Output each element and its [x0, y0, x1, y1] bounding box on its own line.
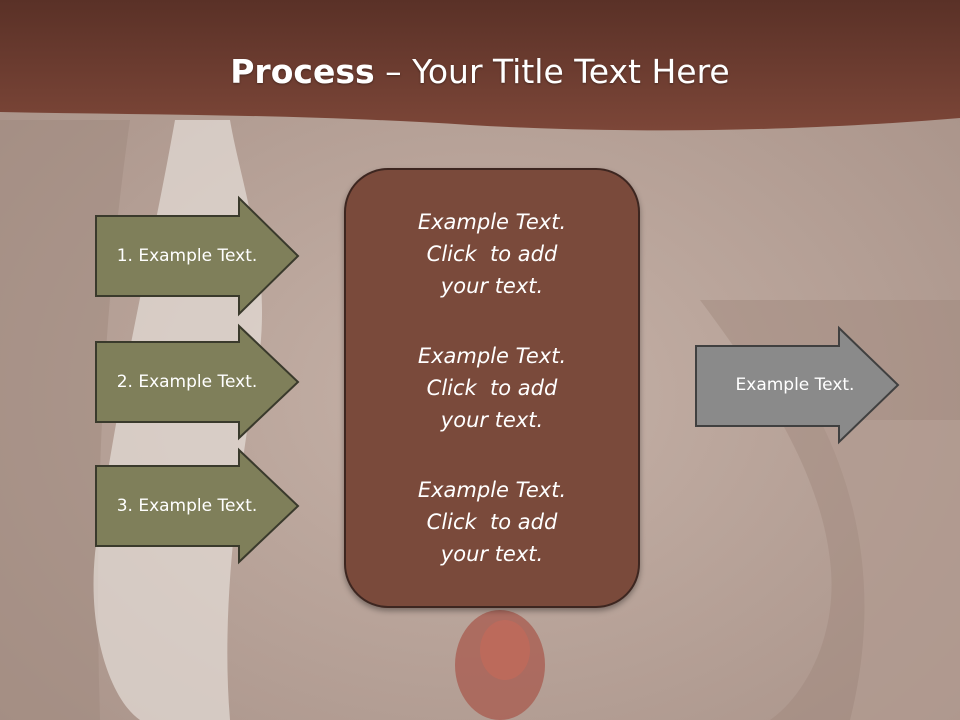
para-line: Example Text. [417, 478, 567, 502]
arrow-right-shape [695, 325, 900, 445]
result-arrow[interactable]: Example Text. [695, 325, 900, 445]
center-paragraph-3: Example Text. Click to add your text. [407, 474, 577, 570]
step-arrow-3[interactable]: 3. Example Text. [95, 447, 300, 565]
arrow-right-shape [95, 447, 300, 565]
para-line: Example Text. [417, 344, 567, 368]
step-arrow-1[interactable]: 1. Example Text. [95, 195, 300, 317]
step-arrow-2[interactable]: 2. Example Text. [95, 323, 300, 441]
arrow-right-shape [95, 323, 300, 441]
center-paragraph-2: Example Text. Click to add your text. [407, 340, 577, 436]
para-line: your text. [440, 408, 544, 432]
para-line: your text. [440, 274, 544, 298]
center-paragraph-1: Example Text. Click to add your text. [407, 206, 577, 302]
title-bold: Process [230, 52, 375, 91]
para-line: your text. [440, 542, 544, 566]
title-rest: – Your Title Text Here [374, 52, 730, 91]
para-line: Example Text. [417, 210, 567, 234]
step-label: 2. Example Text. [116, 372, 258, 392]
center-text-box[interactable]: Example Text. Click to add your text. Ex… [344, 168, 640, 608]
step-label: 3. Example Text. [116, 496, 258, 516]
para-line: Click to add [426, 376, 558, 400]
arrow-right-shape [95, 195, 300, 317]
slide-title[interactable]: Process – Your Title Text Here [0, 52, 960, 91]
step-label: 1. Example Text. [116, 246, 258, 266]
para-line: Click to add [426, 510, 558, 534]
para-line: Click to add [426, 242, 558, 266]
result-label: Example Text. [735, 375, 855, 395]
